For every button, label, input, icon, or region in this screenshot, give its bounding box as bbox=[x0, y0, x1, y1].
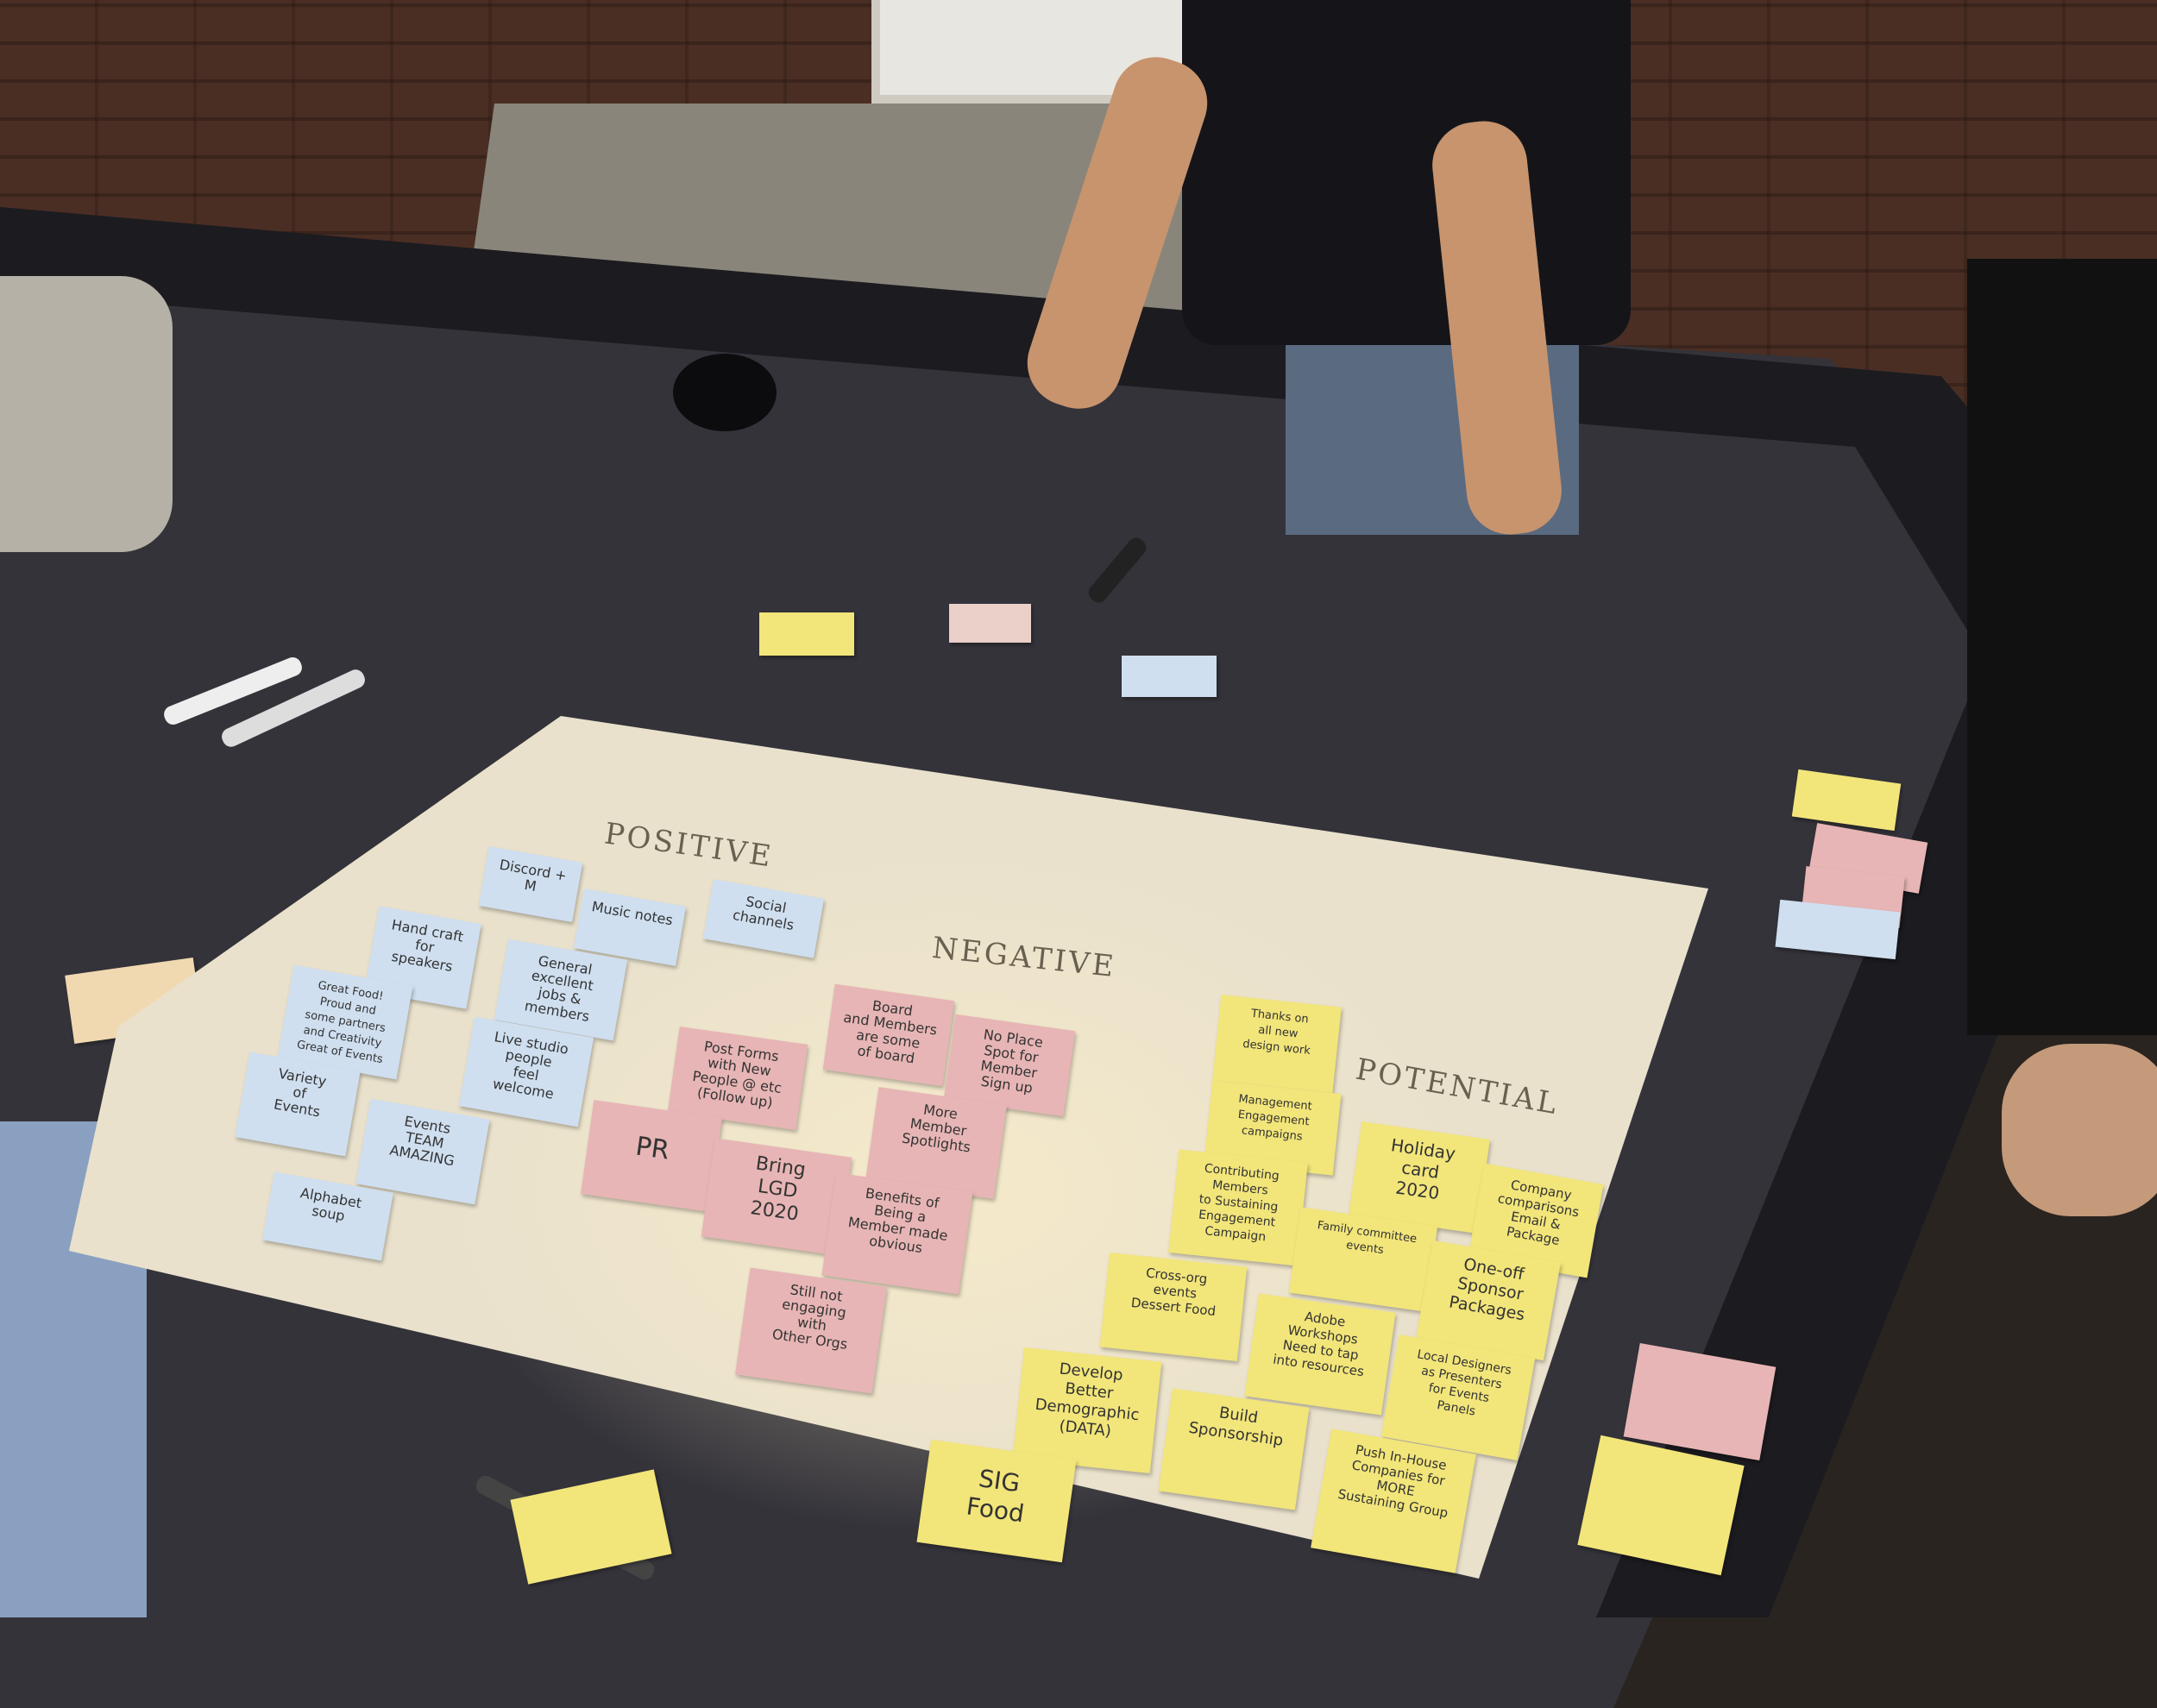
person-shirt bbox=[1182, 0, 1631, 345]
blank-sticky-note[interactable] bbox=[949, 604, 1031, 643]
blank-sticky-note[interactable] bbox=[1122, 656, 1217, 697]
corner-pocket bbox=[673, 354, 777, 431]
negative-note[interactable]: Still not engaging with Other Orgs bbox=[735, 1267, 887, 1394]
potential-note[interactable]: Thanks on all new design work bbox=[1212, 994, 1342, 1094]
hand-right bbox=[2002, 1044, 2157, 1216]
negative-note[interactable]: Benefits of Being a Member made obvious bbox=[821, 1172, 973, 1295]
potential-note[interactable]: SIG Food bbox=[916, 1439, 1077, 1563]
potential-note[interactable]: Adobe Workshops Need to tap into resourc… bbox=[1244, 1293, 1396, 1416]
person-right-edge bbox=[1967, 259, 2157, 1035]
backpack bbox=[0, 276, 173, 552]
potential-note[interactable]: Contributing Members to Sustaining Engag… bbox=[1168, 1149, 1308, 1266]
negative-note[interactable]: Board and Members are some of board bbox=[822, 983, 955, 1087]
potential-note[interactable]: Cross-org events Dessert Food bbox=[1099, 1252, 1248, 1362]
blank-sticky-note[interactable] bbox=[759, 612, 854, 656]
potential-note[interactable]: Build Sponsorship bbox=[1158, 1388, 1310, 1510]
potential-note[interactable]: Push In-House Companies for MORE Sustain… bbox=[1311, 1429, 1476, 1573]
negative-note[interactable]: PR bbox=[581, 1100, 722, 1212]
